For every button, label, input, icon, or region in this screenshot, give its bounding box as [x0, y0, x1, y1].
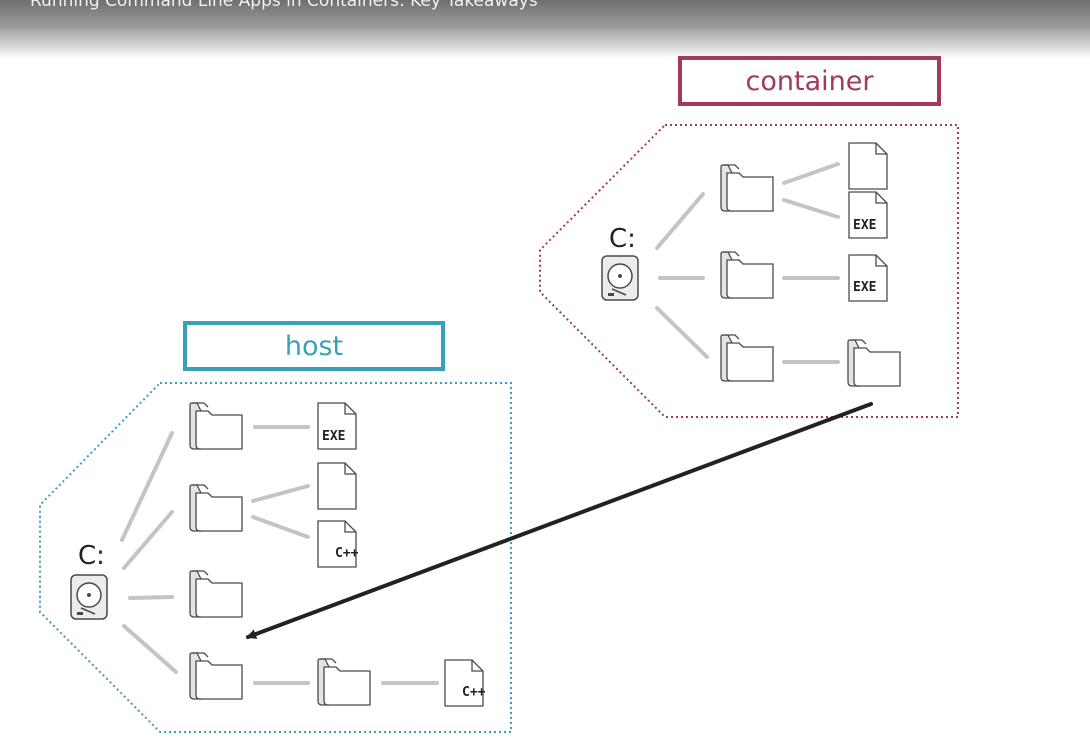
folder-icon: [189, 402, 243, 450]
host-connectors: [120, 425, 439, 685]
folder-icon: [720, 164, 774, 212]
folder-icon: [847, 339, 901, 387]
container-connectors: [655, 162, 840, 364]
exe-file-label: EXE: [853, 218, 876, 233]
hard-drive-icon: [70, 574, 108, 620]
folder-icon: [189, 570, 243, 618]
host-drive-label: C:: [78, 541, 105, 571]
container-label: container: [678, 56, 941, 106]
container-drive-label: C:: [609, 224, 636, 254]
host-label: host: [183, 321, 445, 371]
container-tree: C: EXE EXE: [601, 142, 901, 387]
folder-icon: [189, 484, 243, 532]
folder-icon: [189, 652, 243, 700]
host-boundary: [39, 382, 512, 733]
folder-icon: [317, 658, 371, 706]
video-title: Running Command Line Apps in Containers:…: [30, 0, 538, 11]
exe-file-label: EXE: [853, 280, 876, 295]
folder-icon: [720, 251, 774, 299]
cpp-file-label: C++: [462, 685, 486, 700]
container-boundary: [539, 124, 959, 418]
copy-arrow: [246, 402, 873, 639]
cpp-file-label: C++: [335, 546, 359, 561]
file-icon: [848, 142, 888, 190]
hard-drive-icon: [601, 255, 639, 301]
exe-file-label: EXE: [322, 429, 345, 444]
host-tree: C: EXE C++ C++: [70, 402, 486, 707]
title-bar: Running Command Line Apps in Containers:…: [0, 0, 1090, 58]
folder-icon: [720, 334, 774, 382]
file-icon: [317, 462, 357, 510]
